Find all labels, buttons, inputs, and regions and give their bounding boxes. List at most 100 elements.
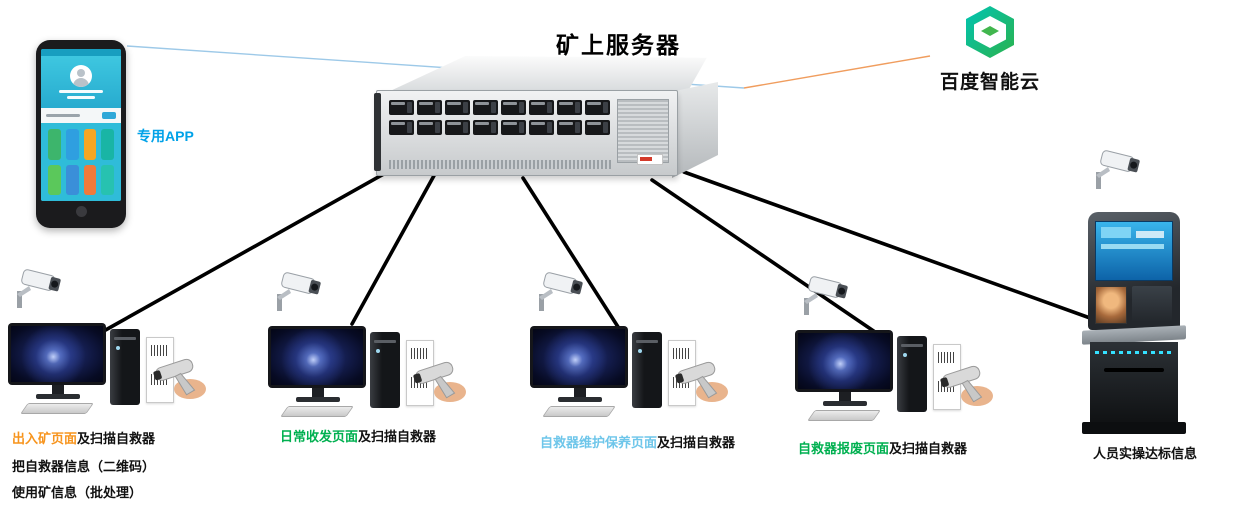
phone-banner <box>41 108 121 123</box>
kiosk-screen <box>1095 221 1173 281</box>
monitor-base <box>36 394 80 399</box>
station-4-label-rest: 及扫描自救器 <box>889 441 968 456</box>
server-io-panel <box>617 99 669 163</box>
drive-bay <box>389 100 414 115</box>
kiosk-label: 人员实操达标信息 <box>1093 446 1198 461</box>
station-1-label-rest: 及扫描自救器 <box>77 431 156 446</box>
drive-bay <box>417 120 442 135</box>
barcode-scanner-icon <box>940 365 993 406</box>
app-icon <box>83 164 97 195</box>
kiosk-led-strip <box>1095 351 1173 354</box>
server-to-station-4-link <box>650 178 880 336</box>
app-icon <box>65 129 79 160</box>
station-4-label-highlight: 自救器报废页面 <box>798 441 890 456</box>
drive-bay <box>529 120 554 135</box>
drive-bay <box>389 120 414 135</box>
desktop-monitor-icon <box>795 330 895 421</box>
barcode-scanner-icon <box>675 361 728 402</box>
monitor-screen <box>11 326 103 382</box>
server-front-face <box>374 90 678 176</box>
pc-tower-icon <box>632 332 662 408</box>
keyboard-icon <box>807 410 881 421</box>
keyboard-icon <box>542 406 616 417</box>
station-3-label: 自救器维护保养页面及扫描自救器 <box>540 432 735 451</box>
monitor-stand <box>312 388 324 397</box>
workstation-3 <box>530 268 740 428</box>
station-4-label: 自救器报废页面及扫描自救器 <box>798 438 967 457</box>
server-brand-badge <box>637 154 663 165</box>
monitor-base <box>296 397 340 402</box>
desktop-monitor-icon <box>268 326 368 417</box>
server-top-face <box>388 56 707 92</box>
barcode-scanner-icon <box>413 361 466 402</box>
drive-bay <box>529 100 554 115</box>
drive-bay <box>557 100 582 115</box>
monitor-base <box>823 401 867 406</box>
server-to-station-1-link <box>100 164 400 334</box>
monitor-stand <box>52 385 64 394</box>
workstation-4 <box>795 272 1005 432</box>
app-icon <box>48 129 61 160</box>
kiosk-slot <box>1104 368 1164 372</box>
server-to-station-3-link <box>521 176 622 332</box>
app-icon <box>65 164 79 195</box>
pc-tower-icon <box>370 332 400 408</box>
avatar <box>70 65 92 87</box>
station-3-label-rest: 及扫描自救器 <box>657 435 736 450</box>
monitor-screen <box>271 329 363 385</box>
server-rack-ear <box>374 93 381 171</box>
phone-status-bar <box>41 49 121 56</box>
phone-home-button <box>75 206 87 217</box>
baidu-cloud: 百度智能云 <box>915 4 1065 94</box>
barcode-scanner-icon <box>153 358 206 399</box>
server-to-cloud-link <box>743 55 931 89</box>
station-1-label-highlight: 出入矿页面 <box>12 431 78 446</box>
drive-bay <box>445 120 470 135</box>
monitor-stand <box>574 388 586 397</box>
station-1-note-2: 使用矿信息（批处理） <box>12 485 143 500</box>
monitor-screen <box>798 333 890 389</box>
kiosk-body <box>1090 342 1178 422</box>
phone-app-grid <box>41 123 121 201</box>
monitor-frame <box>268 326 366 388</box>
drive-bay <box>585 120 610 135</box>
server-to-station-2-link <box>350 170 438 326</box>
station-3-label-highlight: 自救器维护保养页面 <box>540 435 658 450</box>
keyboard-icon <box>280 406 354 417</box>
server-vent <box>389 160 611 169</box>
monitor-frame <box>530 326 628 388</box>
workstation-2 <box>268 268 478 428</box>
drive-bay <box>445 100 470 115</box>
cctv-camera-icon <box>539 272 583 311</box>
monitor-frame <box>795 330 893 392</box>
kiosk-terminal-icon <box>1082 212 1186 434</box>
monitor-screen <box>533 329 625 385</box>
cctv-camera-icon <box>1096 150 1140 189</box>
app-icon <box>83 129 97 160</box>
kiosk-base <box>1082 422 1186 434</box>
server-station-links <box>100 164 1092 336</box>
cctv-camera-icon <box>277 272 321 311</box>
phone-text-placeholder <box>59 90 103 93</box>
keyboard-icon <box>20 403 94 414</box>
monitor-frame <box>8 323 106 385</box>
kiosk-operator-photo <box>1095 286 1127 324</box>
drive-bay <box>473 120 498 135</box>
desktop-monitor-icon <box>8 323 108 414</box>
station-1-label: 出入矿页面及扫描自救器 <box>12 428 155 447</box>
station-2-label-highlight: 日常收发页面 <box>280 429 359 444</box>
monitor-stand <box>839 392 851 401</box>
app-icon <box>48 164 61 195</box>
phone-text-placeholder <box>67 96 95 99</box>
pc-tower-icon <box>110 329 140 405</box>
drive-bay <box>585 100 610 115</box>
app-icon <box>101 164 114 195</box>
rack-server-icon <box>372 56 724 180</box>
diagram-title: 矿上服务器 <box>556 32 681 58</box>
app-icon <box>101 129 114 160</box>
app-label: 专用APP <box>137 128 194 144</box>
cctv-camera-icon <box>17 269 61 308</box>
server-to-kiosk-link <box>682 170 1092 320</box>
